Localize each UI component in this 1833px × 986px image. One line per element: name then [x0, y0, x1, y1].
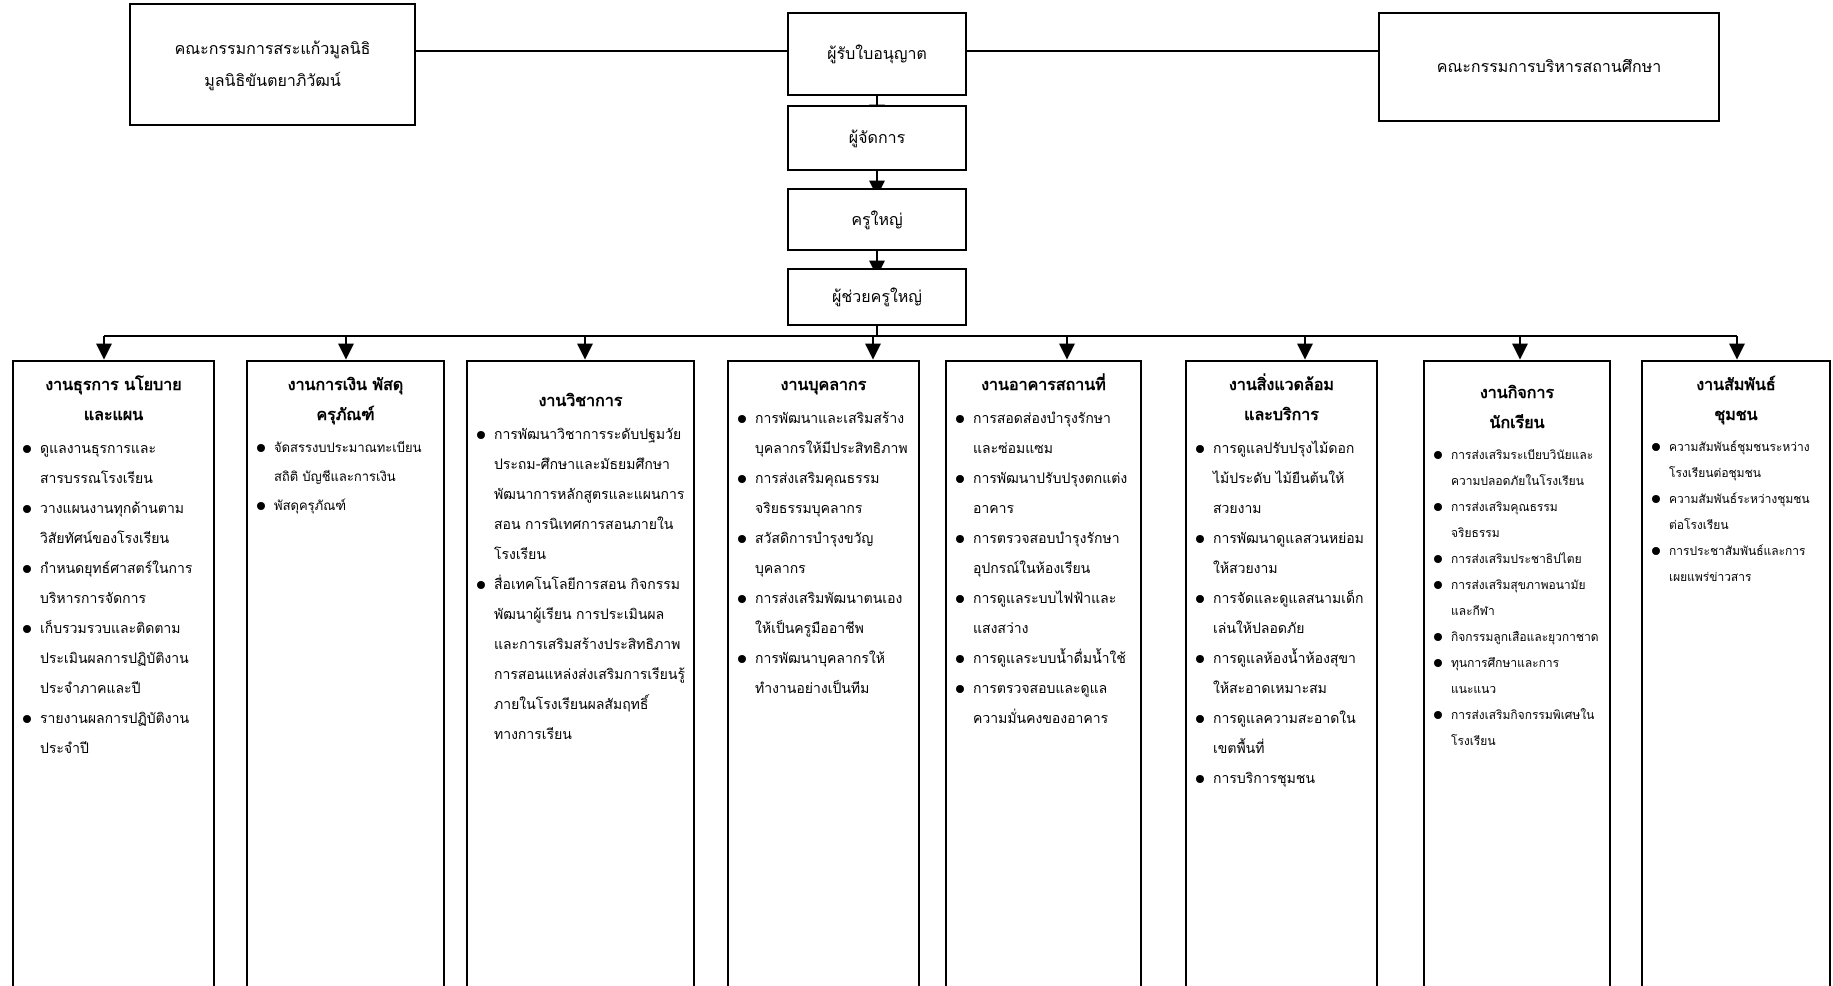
list-item: การดูแลความสะอาดในเขตพื้นที่ [1196, 704, 1370, 764]
list-item: การดูแลระบบไฟฟ้าและแสงสว่าง [956, 584, 1134, 644]
department-academic: งานวิชาการ การพัฒนาวิชาการระดับปฐมวัย ปร… [466, 360, 695, 986]
list-item: จัดสรรงบประมาณทะเบียน สถิติ บัญชีและการเ… [257, 434, 437, 492]
list-item: การสอดส่องบำรุงรักษาและซ่อมแซม [956, 404, 1134, 464]
list-item: การจัดและดูแลสนามเด็กเล่นให้ปลอดภัย [1196, 584, 1370, 644]
list-item: การดูแลห้องน้ำห้องสุขา ให้สะอาดเหมาะสม [1196, 644, 1370, 704]
list-item: รายงานผลการปฏิบัติงานประจำปี [23, 704, 207, 764]
list-item: วางแผนงานทุกด้านตามวิสัยทัศน์ของโรงเรียน [23, 494, 207, 554]
list-item: การบริการชุมชน [1196, 764, 1370, 794]
list-item: การส่งเสริมคุณธรรมจริยธรรมบุคลากร [738, 464, 912, 524]
list-item: การส่งเสริมคุณธรรมจริยธรรม [1434, 494, 1603, 546]
committee-right-box: คณะกรรมการบริหารสถานศึกษา [1378, 12, 1720, 122]
department-title: งานอาคารสถานที่ [981, 375, 1106, 394]
department-title: งานการเงิน พัสดุครุภัณฑ์ [287, 375, 404, 424]
list-item: การส่งเสริมสุขภาพอนามัยและกีฬา [1434, 572, 1603, 624]
list-item: การส่งเสริมกิจกรรมพิเศษในโรงเรียน [1434, 702, 1603, 754]
committee-left-line-1: คณะกรรมการสระแก้วมูลนิธิ [174, 38, 371, 58]
list-item: การส่งเสริมพัฒนาตนเองให้เป็นครูมืออาชีพ [738, 584, 912, 644]
licensee-label: ผู้รับใบอนุญาต [827, 44, 927, 63]
list-item: การพัฒนาวิชาการระดับปฐมวัย ประถม-ศึกษาแล… [477, 420, 687, 570]
department-title: งานธุรการ นโยบายและแผน [45, 375, 182, 424]
department-buildings: งานอาคารสถานที่ การสอดส่องบำรุงรักษาและซ… [945, 360, 1142, 986]
list-item: การพัฒนาปรับปรุงตกแต่งอาคาร [956, 464, 1134, 524]
licensee-box: ผู้รับใบอนุญาต [787, 12, 967, 96]
department-title: งานสัมพันธ์ชุมชน [1696, 375, 1776, 424]
list-item: ดูแลงานธุรการและสารบรรณโรงเรียน [23, 434, 207, 494]
list-item: พัสดุครุภัณฑ์ [257, 492, 437, 521]
list-item: สวัสดิการบำรุงขวัญบุคลากร [738, 524, 912, 584]
department-student-affairs: งานกิจการนักเรียน การส่งเสริมระเบียบวินั… [1423, 360, 1611, 986]
committee-right-label: คณะกรรมการบริหารสถานศึกษา [1436, 57, 1662, 76]
list-item: ความสัมพันธ์ชุมชนระหว่างโรงเรียนต่อชุมชน [1652, 434, 1823, 486]
list-item: การตรวจสอบและดูแล ความมั่นคงของอาคาร [956, 674, 1134, 734]
list-item: การส่งเสริมประชาธิปไตย [1434, 546, 1603, 572]
list-item: การส่งเสริมระเบียบวินัยและความปลอดภัยในโ… [1434, 442, 1603, 494]
list-item: การพัฒนาและเสริมสร้างบุคลากรให้มีประสิทธ… [738, 404, 912, 464]
department-title: งานวิชาการ [538, 391, 623, 410]
committee-left-box: คณะกรรมการสระแก้วมูลนิธิ มูลนิธิขันตยาภิ… [129, 3, 416, 126]
list-item: การดูแลระบบน้ำดื่มน้ำใช้ [956, 644, 1134, 674]
list-item: เก็บรวมรวบและติดตามประเมินผลการปฏิบัติงา… [23, 614, 207, 704]
committee-left-line-2: มูลนิธิขันตยาภิวัฒน์ [204, 70, 341, 90]
list-item: การพัฒนาดูแลสวนหย่อมให้สวยงาม [1196, 524, 1370, 584]
department-title: งานบุคลากร [780, 375, 867, 394]
list-item: การประชาสัมพันธ์และการเผยแพร่ข่าวสาร [1652, 538, 1823, 590]
department-title: งานกิจการนักเรียน [1479, 383, 1555, 432]
list-item: การตรวจสอบบำรุงรักษาอุปกรณ์ในห้องเรียน [956, 524, 1134, 584]
department-community-relations: งานสัมพันธ์ชุมชน ความสัมพันธ์ชุมชนระหว่า… [1641, 360, 1831, 986]
principal-label: ครูใหญ่ [851, 209, 903, 229]
manager-box: ผู้จัดการ [787, 105, 967, 171]
department-admin-policy: งานธุรการ นโยบายและแผน ดูแลงานธุรการและส… [12, 360, 215, 986]
manager-label: ผู้จัดการ [848, 128, 906, 147]
list-item: สื่อเทคโนโลยีการสอน กิจกรรมพัฒนาผู้เรียน… [477, 570, 687, 750]
department-environment-services: งานสิ่งแวดล้อมและบริการ การดูแลปรับปรุงไ… [1185, 360, 1378, 986]
list-item: การพัฒนาบุคลากรให้ทำงานอย่างเป็นทีม [738, 644, 912, 704]
department-finance-supplies: งานการเงิน พัสดุครุภัณฑ์ จัดสรรงบประมาณท… [246, 360, 445, 986]
department-personnel: งานบุคลากร การพัฒนาและเสริมสร้างบุคลากรใ… [727, 360, 920, 986]
principal-box: ครูใหญ่ [787, 188, 967, 251]
assistant-principal-box: ผู้ช่วยครูใหญ่ [787, 268, 967, 326]
list-item: กิจกรรมลูกเสือและยุวกาชาด [1434, 624, 1603, 650]
list-item: ความสัมพันธ์ระหว่างชุมชนต่อโรงเรียน [1652, 486, 1823, 538]
department-title: งานสิ่งแวดล้อมและบริการ [1229, 375, 1334, 424]
list-item: การดูแลปรับปรุงไม้ดอก ไม้ประดับ ไม้ยืนต้… [1196, 434, 1370, 524]
list-item: ทุนการศึกษาและการแนะแนว [1434, 650, 1603, 702]
assistant-principal-label: ผู้ช่วยครูใหญ่ [832, 287, 922, 306]
list-item: กำหนดยุทธ์ศาสตร์ในการบริหารการจัดการ [23, 554, 207, 614]
